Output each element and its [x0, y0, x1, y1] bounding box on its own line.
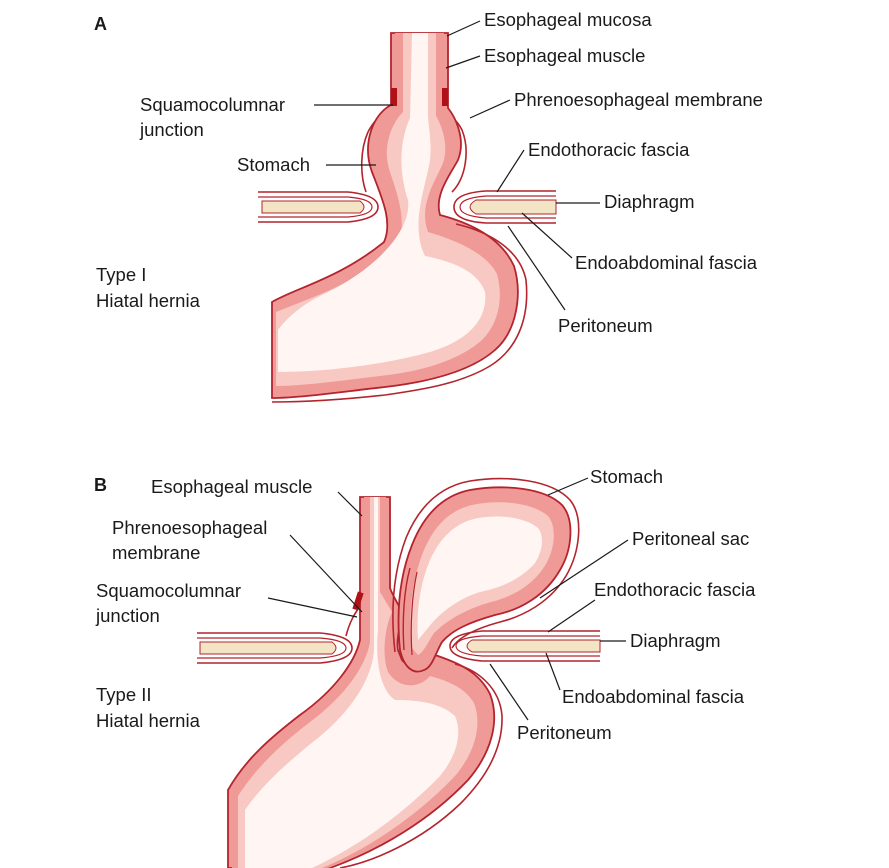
sc-junction-right-a [442, 88, 448, 106]
diaphragm-left-b [197, 633, 352, 663]
label-stomach-b: Stomach [590, 466, 663, 487]
panel-letter-b: B [94, 475, 107, 495]
label-diaphragm-b: Diaphragm [630, 630, 721, 651]
panel-letter-a: A [94, 14, 107, 34]
diaphragm-right-a [454, 191, 556, 223]
diaphragm-left-a [258, 192, 378, 222]
diaphragm-right-b [450, 631, 600, 661]
label-membrane-b: membrane [112, 542, 200, 563]
label-peritoneum-b: Peritoneum [517, 722, 612, 743]
label-junction-b: junction [95, 605, 160, 626]
label-endothoracic-fascia-a: Endothoracic fascia [528, 139, 690, 160]
panel-b: B Esophageal muscle Phrenoesophageal mem… [94, 466, 756, 868]
label-endoabdominal-fascia-b: Endoabdominal fascia [562, 686, 745, 707]
label-junction-a: junction [139, 119, 204, 140]
label-hiatal-hernia-b: Hiatal hernia [96, 710, 201, 731]
label-squamocolumnar-b: Squamocolumnar [96, 580, 241, 601]
label-phrenoesophageal-membrane-a: Phrenoesophageal membrane [514, 89, 763, 110]
sc-junction-left-a [391, 88, 397, 106]
label-endoabdominal-fascia-a: Endoabdominal fascia [575, 252, 758, 273]
label-type-a: Type I [96, 264, 146, 285]
label-hiatal-hernia-a: Hiatal hernia [96, 290, 201, 311]
label-peritoneal-sac-b: Peritoneal sac [632, 528, 749, 549]
panel-a: A Esophageal mucosa Esophageal muscle Sq… [94, 9, 763, 402]
label-endothoracic-fascia-b: Endothoracic fascia [594, 579, 756, 600]
label-phrenoesophageal-b: Phrenoesophageal [112, 517, 267, 538]
label-esophageal-muscle-b: Esophageal muscle [151, 476, 312, 497]
label-squamocolumnar-a: Squamocolumnar [140, 94, 285, 115]
label-peritoneum-a: Peritoneum [558, 315, 653, 336]
label-stomach-a: Stomach [237, 154, 310, 175]
membrane-left-b [346, 606, 360, 636]
label-esophageal-mucosa-a: Esophageal mucosa [484, 9, 652, 30]
label-esophageal-muscle-a: Esophageal muscle [484, 45, 645, 66]
label-type-b: Type II [96, 684, 152, 705]
label-diaphragm-a: Diaphragm [604, 191, 695, 212]
